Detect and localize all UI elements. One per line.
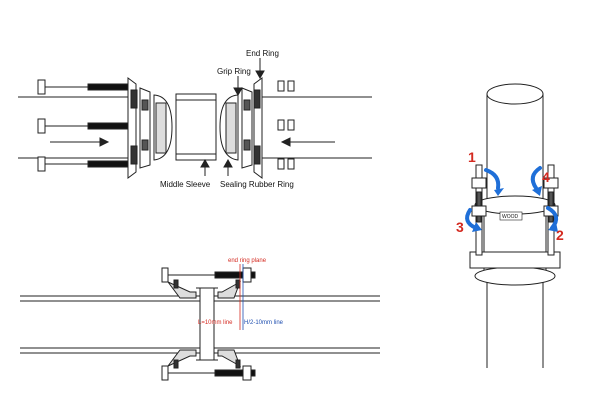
- label-sealing-rubber-ring: Sealing Rubber Ring: [220, 180, 294, 189]
- measurement-lines: [239, 264, 244, 330]
- exploded-view: [18, 58, 372, 179]
- label-h2-10mm-line: H/2-10mm line: [244, 320, 284, 326]
- right-sealing-ring: [219, 94, 239, 161]
- tightening-arrowheads: [472, 186, 558, 232]
- label-grip-ring: Grip Ring: [217, 67, 251, 76]
- nut-group: [277, 80, 295, 170]
- vertical-pipe-view: [469, 83, 561, 368]
- step-number-3: 3: [456, 219, 464, 235]
- left-sealing-ring: [153, 94, 173, 161]
- label-end-ring-plane: end ring plane: [228, 258, 267, 264]
- middle-sleeve: [175, 93, 217, 161]
- insert-arrow-right: [280, 137, 335, 147]
- label-middle-sleeve: Middle Sleeve: [160, 180, 211, 189]
- right-end-ring: [253, 77, 263, 179]
- right-grip-ring: [241, 87, 253, 169]
- label-end-ring: End Ring: [246, 49, 279, 58]
- step-number-1: 1: [468, 149, 476, 165]
- badge-text: WOOD: [502, 214, 518, 220]
- step-number-2: 2: [556, 227, 564, 243]
- left-grip-ring: [139, 87, 151, 169]
- left-end-ring: [127, 77, 138, 179]
- insert-arrow-left: [50, 137, 110, 147]
- section-view: [20, 267, 380, 381]
- step-number-4: 4: [542, 169, 550, 185]
- bolt-group: [37, 79, 129, 172]
- coupling-badge: WOOD: [499, 211, 523, 221]
- label-l-10mm-line: L=10mm line: [198, 320, 233, 326]
